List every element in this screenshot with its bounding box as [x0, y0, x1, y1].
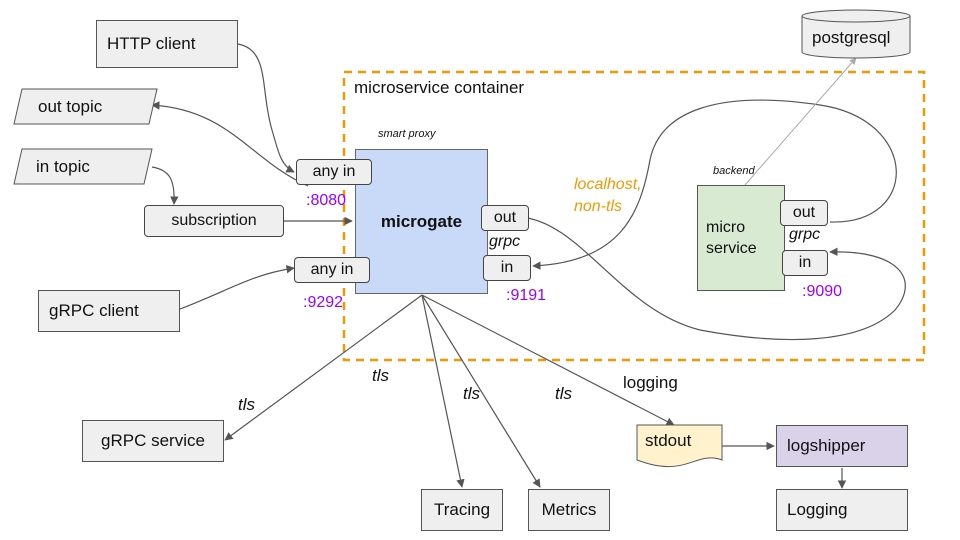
backend-label-line2: service [706, 240, 757, 257]
proxy-in-label: in [500, 259, 514, 276]
tls-label-2: tls [238, 395, 255, 414]
postgresql-cylinder [801, 9, 911, 59]
in-topic-label: in topic [36, 157, 90, 176]
logging-box: Logging [776, 489, 908, 531]
port-8080-label: :8080 [306, 192, 347, 209]
port-9090-label: :9090 [802, 283, 843, 300]
logging-box-label: Logging [787, 500, 848, 519]
edge-microgate-to-grpcservice [224, 294, 423, 441]
metrics-box: Metrics [528, 489, 610, 531]
backend-box: micro service [697, 185, 785, 291]
container-label: microservice container [354, 78, 525, 97]
backend-out-port: out [780, 200, 828, 226]
tls-label-1: tls [372, 366, 389, 385]
backend-label-line1: micro [706, 219, 746, 236]
edge-out-to-backend-in [518, 216, 906, 341]
out-topic-shape [13, 88, 158, 125]
postgresql-label: postgresql [812, 28, 891, 47]
backend-out-label: out [792, 204, 816, 221]
backend-in-label: in [798, 254, 812, 271]
port-9191-label: :9191 [506, 287, 547, 304]
logshipper-box: logshipper [776, 425, 908, 467]
edge-backend-out-to-in [532, 99, 897, 270]
backend-caption: backend [713, 165, 755, 177]
grpc-service-box: gRPC service [82, 420, 224, 462]
edge-intopic-to-subscription [151, 166, 179, 205]
proxy-grpc-label: grpc [489, 233, 521, 250]
localhost-label-line2: non-tls [574, 198, 623, 215]
backend-grpc-label: grpc [789, 226, 821, 243]
stdout-label: stdout [645, 431, 692, 450]
proxy-out-label: out [493, 209, 517, 226]
grpc-client-label: gRPC client [49, 301, 139, 320]
subscription-label: subscription [171, 212, 257, 229]
logging-edge-label: logging [623, 373, 678, 392]
backend-in-port: in [782, 250, 828, 276]
smart-proxy-caption: smart proxy [378, 128, 436, 140]
edge-http-to-anyin [237, 43, 295, 173]
any-in-top-label: any in [312, 163, 356, 180]
out-topic-label: out topic [38, 97, 103, 116]
port-9292-label: :9292 [303, 294, 344, 311]
stdout-shape [636, 424, 723, 468]
logshipper-label: logshipper [787, 436, 866, 455]
localhost-label-line1: localhost, [574, 176, 642, 193]
proxy-in-port: in [483, 255, 531, 281]
tls-label-4: tls [555, 384, 572, 403]
any-in-bottom-label: any in [310, 261, 354, 278]
edge-microgate-to-tracing [421, 294, 465, 488]
grpc-service-label: gRPC service [101, 431, 205, 450]
tracing-box: Tracing [421, 489, 503, 531]
edge-backend-to-postgresql [744, 57, 857, 186]
http-client-box: HTTP client [96, 20, 238, 68]
subscription-box: subscription [144, 205, 284, 237]
http-client-label: HTTP client [107, 34, 196, 53]
tls-label-3: tls [463, 384, 480, 403]
metrics-label: Metrics [541, 500, 597, 519]
tracing-label: Tracing [433, 500, 491, 519]
grpc-client-box: gRPC client [38, 290, 180, 332]
in-topic-shape [13, 148, 153, 185]
microgate-label: microgate [380, 211, 463, 231]
edge-anyin-to-outtopic [151, 101, 309, 187]
proxy-out-port: out [481, 205, 529, 231]
edge-microgate-to-metrics [421, 294, 541, 488]
edge-microgate-to-stdout [421, 294, 675, 426]
microgate-box: microgate [355, 149, 488, 294]
any-in-bottom-port: any in [294, 257, 370, 283]
edge-grpcclient-to-anyin [179, 265, 295, 310]
any-in-top-port: any in [296, 159, 372, 185]
